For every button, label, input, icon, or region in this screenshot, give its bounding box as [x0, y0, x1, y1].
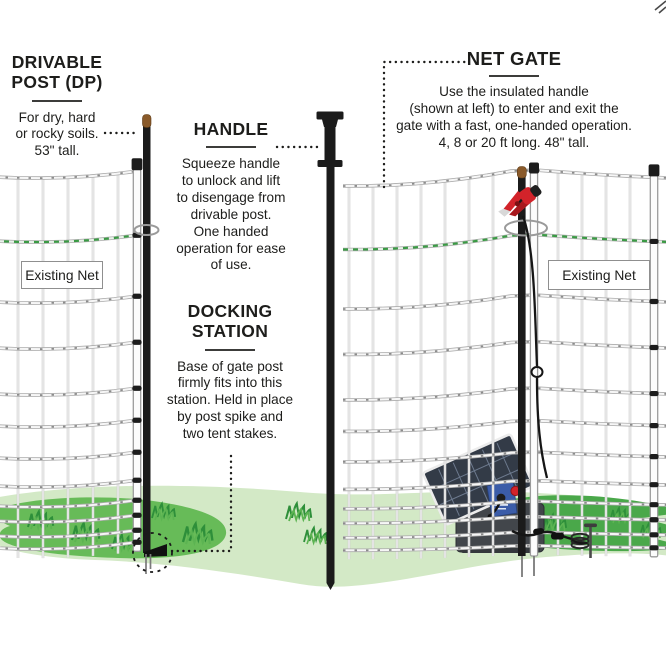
title-underline [489, 75, 539, 78]
docking-station-title: DOCKING STATION [187, 301, 273, 342]
docking-station-description: Base of gate post firmly fits into this … [166, 358, 294, 441]
leader-net-gate [382, 60, 467, 189]
docking-highlight-circle [132, 532, 173, 573]
net-white-posts [131, 158, 660, 558]
corner-crop-mark [654, 0, 666, 14]
ground-stake-head [584, 523, 597, 528]
existing-net-tag-right: Existing Net [548, 260, 650, 290]
label-drivable-post: DRIVABLE POST (DP) For dry, hard or rock… [0, 52, 114, 160]
label-handle: HANDLE Squeeze handle to unlock and lift… [172, 119, 290, 274]
handle-title: HANDLE [193, 119, 269, 139]
jumper-wire-loop [530, 366, 544, 378]
title-underline [206, 146, 256, 149]
gate-net-post-white-tip [529, 162, 539, 174]
net-gate-description: Use the insulated handle (shown at left)… [396, 84, 632, 150]
drivable-post-title: DRIVABLE POST (DP) [11, 52, 103, 93]
gate-post-handle-cap [316, 111, 344, 120]
docking-station-base [144, 544, 167, 557]
existing-net-right-mesh [342, 168, 666, 560]
tent-stake-prongs [145, 554, 152, 574]
title-underline [32, 99, 82, 102]
title-underline [205, 348, 255, 351]
gate-net-post-black [518, 176, 526, 556]
drivable-post-tip [142, 114, 152, 128]
drivable-post-description: For dry, hard or rocky soils. 53" tall. [15, 109, 99, 159]
handle-description: Squeeze handle to unlock and lift to dis… [176, 156, 286, 273]
leader-lines [103, 60, 467, 553]
label-docking-station: DOCKING STATION Base of gate post firmly… [166, 301, 294, 443]
existing-net-tag-left: Existing Net [21, 261, 103, 289]
drivable-post [133, 114, 167, 574]
existing-net-tag-left-text: Existing Net [25, 267, 99, 283]
ground-wire-coil [570, 532, 590, 550]
jumper-wire-assembly [498, 185, 597, 558]
wire-loop-right [504, 219, 548, 237]
gate-post [316, 111, 344, 590]
gate-net-post-brown-tip [516, 166, 527, 179]
label-net-gate: NET GATE Use the insulated handle (shown… [386, 48, 642, 152]
post-spikes [521, 556, 535, 577]
alligator-clip-red [498, 185, 542, 217]
wire-loop-left [133, 224, 160, 236]
energizer-terminal-black [496, 493, 506, 503]
gate-post-handle-flange [317, 160, 343, 167]
existing-net-tag-right-text: Existing Net [562, 267, 636, 283]
jumper-wire-down [521, 215, 549, 479]
net-gate-title: NET GATE [466, 48, 562, 69]
gate-post-handle-grip [324, 126, 336, 162]
